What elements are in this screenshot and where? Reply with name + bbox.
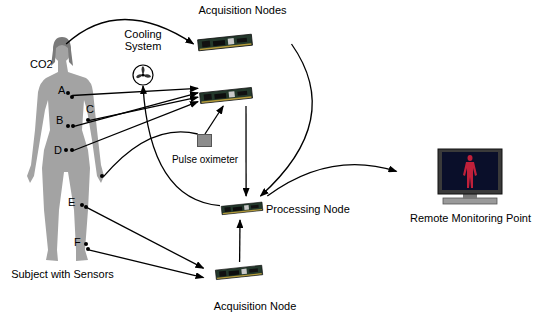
connector-arrow [72, 93, 198, 127]
node-label: Pulse oximeter [169, 154, 242, 166]
sensor-label: C [86, 103, 94, 115]
connector-arrow [72, 102, 198, 151]
connector-arrow [89, 97, 198, 121]
processing-node: Processing Node [220, 196, 355, 220]
connector-arrow [72, 88, 198, 95]
pulse-oximeter: Pulse oximeter [169, 134, 242, 166]
connector-arrow [205, 106, 223, 134]
node-label: Acquisition Node [204, 300, 307, 312]
circuit-board [220, 198, 264, 218]
sensor-dots [64, 91, 104, 251]
sensor-label: B [56, 114, 63, 126]
subject-figure: Subject with Sensors [0, 28, 127, 280]
acquisition-node: Acquisition Node [204, 262, 307, 314]
sensor-label: E [68, 196, 75, 208]
node-icon [220, 198, 264, 218]
connector-arrow [87, 207, 204, 268]
circuit-board [196, 32, 254, 52]
monitor-icon [437, 148, 503, 208]
acquisition-node: Acquisition Nodes [194, 4, 292, 54]
remote-monitor: Remote Monitoring Point [397, 148, 545, 226]
circuit-board [198, 85, 254, 105]
node-icon [214, 262, 264, 282]
sensor-label: F [74, 236, 81, 248]
node-icon [132, 64, 154, 86]
fan-symbol [132, 64, 154, 86]
oximeter-box [197, 134, 212, 147]
cooling-system: Cooling System [108, 28, 178, 86]
node-label: Cooling System [115, 28, 171, 52]
acquisition-node [198, 84, 254, 106]
node-label: Acquisition Nodes [194, 4, 292, 16]
node-label: Processing Node [266, 203, 350, 215]
node-label: Subject with Sensors [0, 268, 127, 280]
circuit-board [214, 262, 264, 282]
node-icon [198, 85, 254, 105]
sensor-label: A [58, 84, 65, 96]
node-icon [437, 148, 503, 208]
node-icon [196, 32, 254, 52]
connector-arrow [143, 86, 220, 206]
node-label: Remote Monitoring Point [397, 212, 545, 224]
node-icon [197, 134, 212, 147]
connector-arrow [267, 165, 396, 196]
gas-label: CO2 [30, 58, 53, 70]
body-silhouette [27, 60, 104, 261]
sensor-label: D [54, 144, 62, 156]
connector-arrow [245, 106, 246, 196]
connector-arrow [261, 44, 313, 196]
connector-arrow [239, 220, 241, 262]
